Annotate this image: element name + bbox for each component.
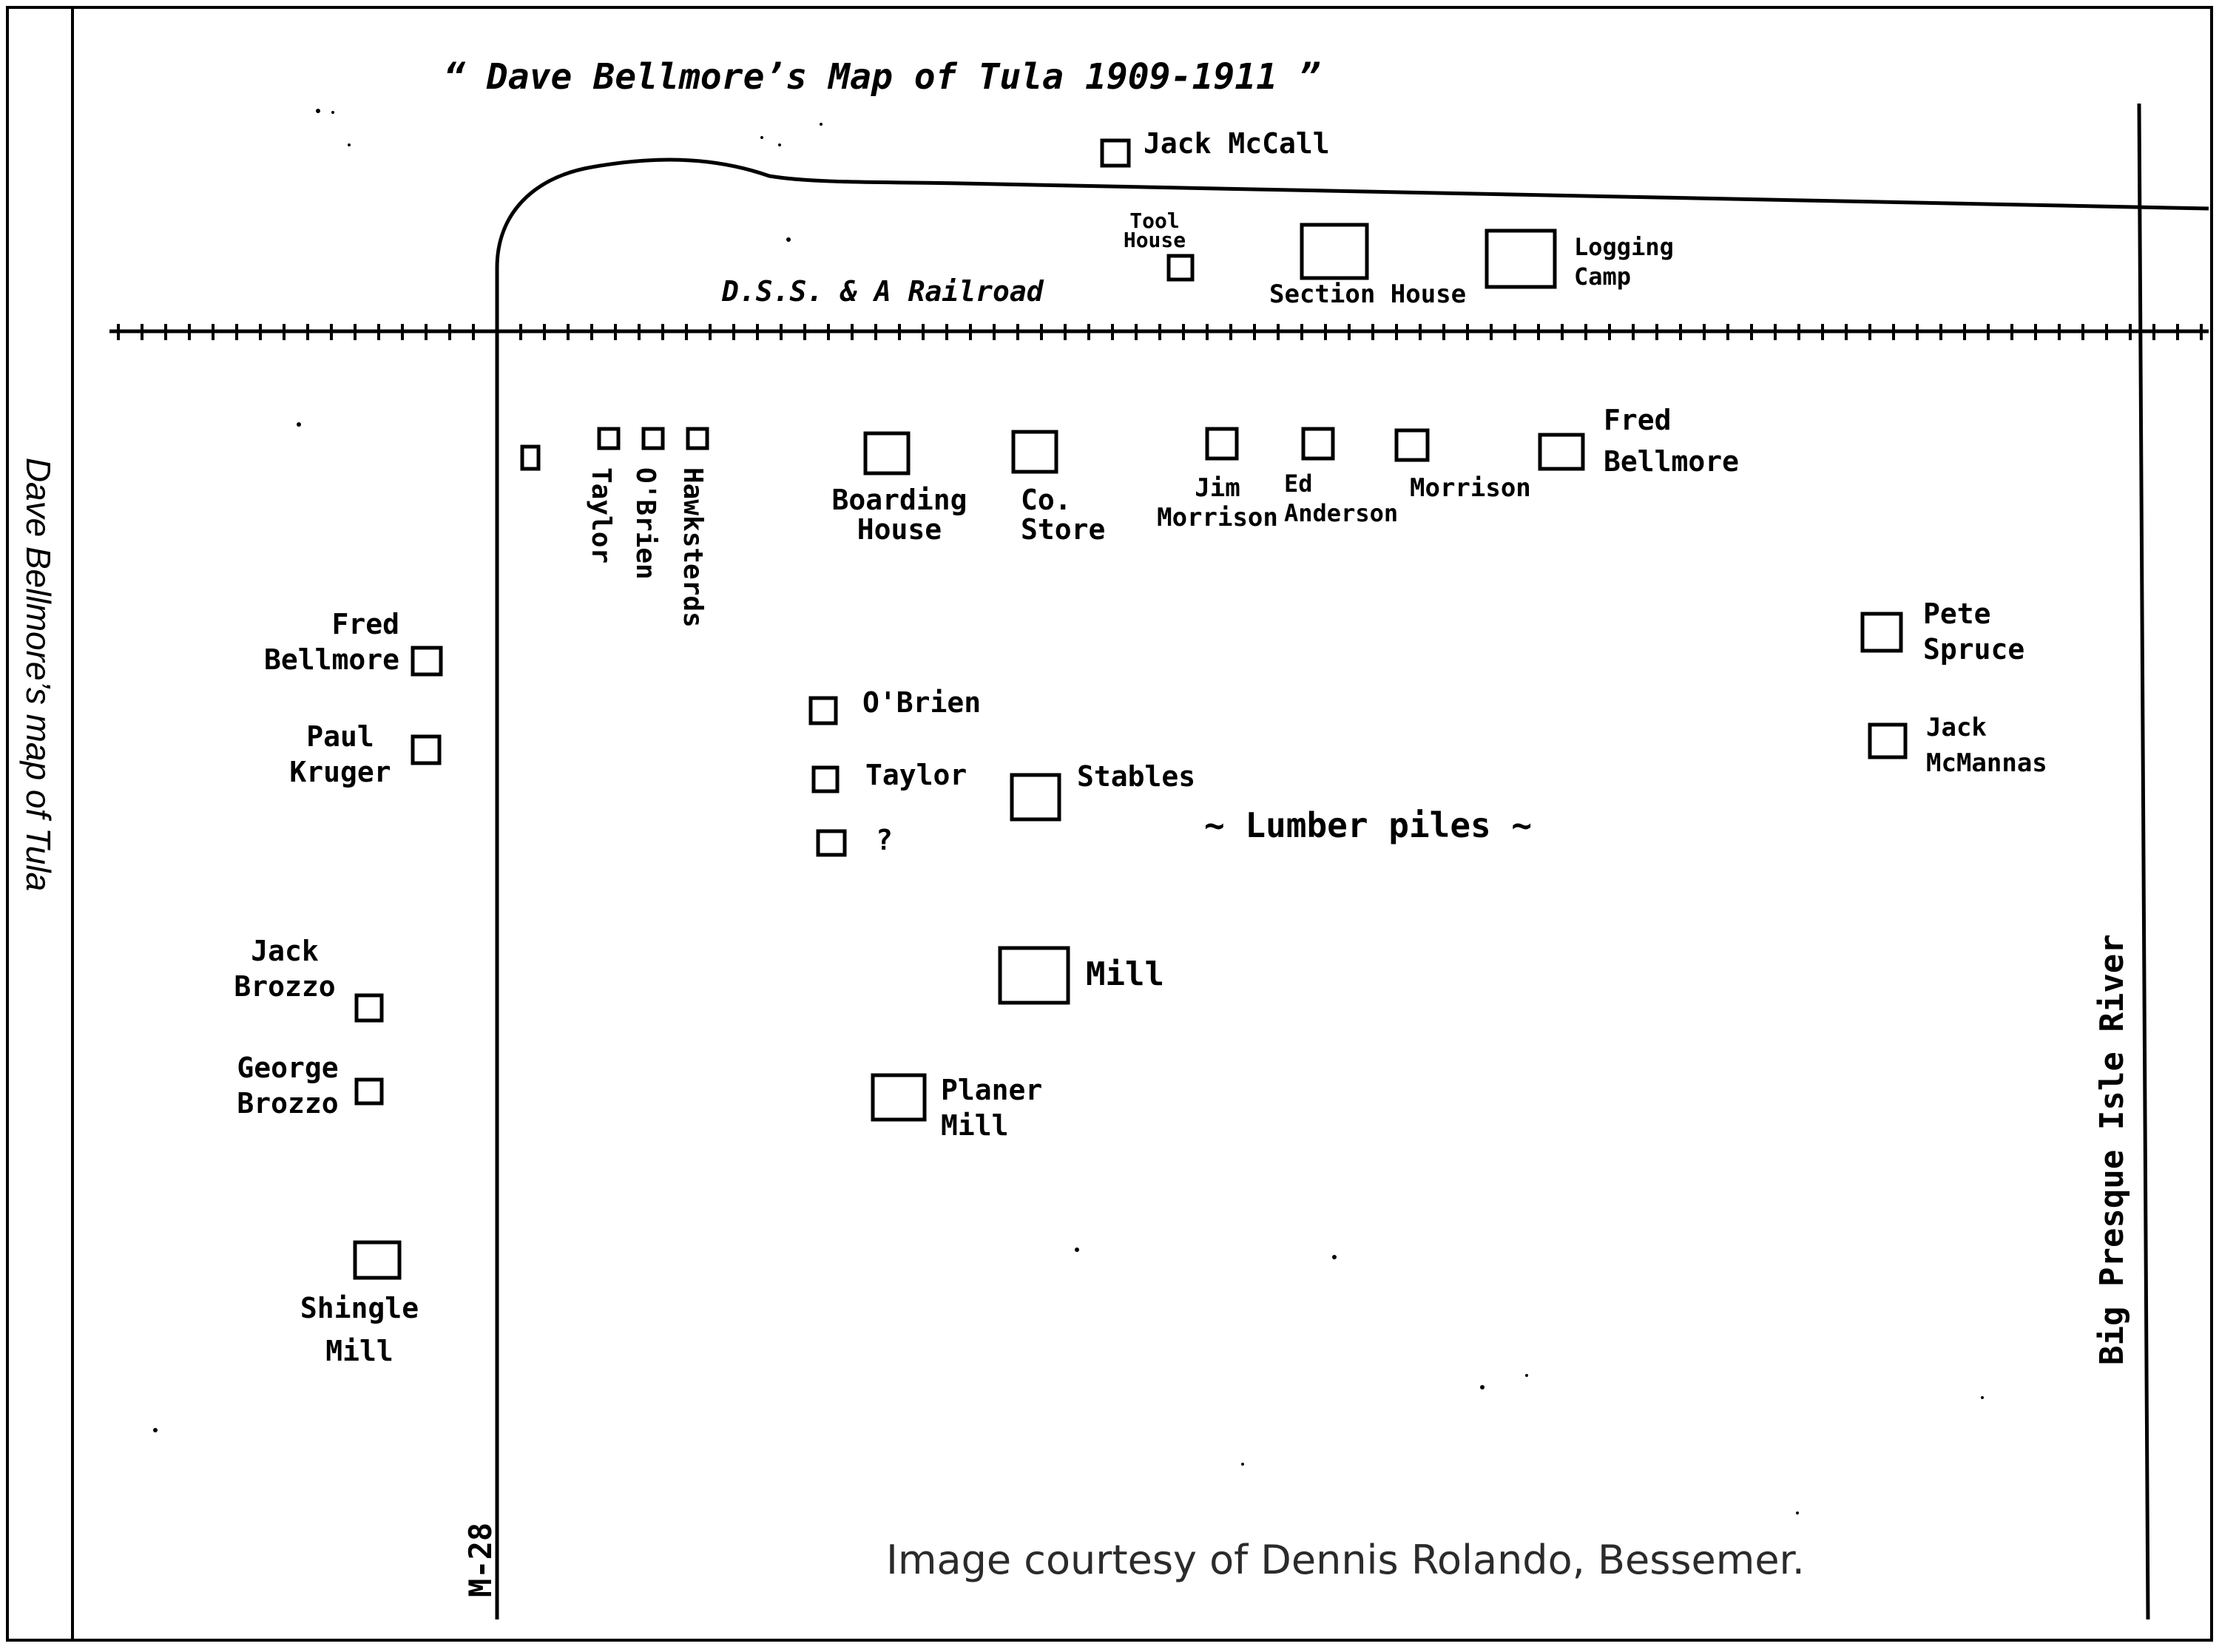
map-frame (71, 6, 2213, 1642)
label-stables: Stables (1077, 760, 1196, 793)
label-unknown: ? (876, 824, 893, 856)
label-jack-mccall: Jack McCall (1144, 127, 1330, 160)
building-george-brozzo (354, 1077, 384, 1106)
label-planer-mill: Planer Mill (941, 1074, 1043, 1142)
building-mill (998, 946, 1070, 1005)
building-obrien-mid (808, 696, 838, 725)
railroad-ties (117, 324, 2203, 340)
label-logging-camp: Logging Camp (1574, 233, 1674, 291)
label-mill: Mill (1086, 955, 1164, 993)
river-line (2137, 103, 2150, 1620)
label-hawksterds: Hawksterds (678, 467, 708, 628)
label-obrien-mid: O'Brien (862, 686, 982, 719)
building-logging-camp (1485, 228, 1557, 289)
building-paul-kruger (411, 734, 442, 765)
label-fred-bellmore-left: Fred Bellmore (263, 608, 399, 676)
scan-speckles (153, 109, 1984, 1514)
label-shingle-mill: Shingle Mill (300, 1292, 419, 1367)
label-morrison: Morrison (1410, 473, 1531, 503)
building-morrison (1394, 428, 1430, 462)
label-taylor-top: Taylor (586, 467, 616, 564)
label-jack-brozzo: Jack Brozzo (234, 935, 336, 1003)
label-co-store: Co. Store (1021, 484, 1106, 546)
building-planer-mill (871, 1073, 927, 1122)
image-credit: Image courtesy of Dennis Rolando, Bessem… (886, 1537, 1805, 1583)
building-taylor-mid (811, 765, 840, 793)
label-george-brozzo: George Brozzo (237, 1052, 339, 1120)
building-fred-bellmore-top (1538, 433, 1585, 471)
building-jim-morrison (1205, 427, 1239, 461)
building-ed-anderson (1301, 427, 1335, 461)
building-jack-mccall (1100, 138, 1131, 168)
label-pete-spruce: Pete Spruce (1923, 598, 2025, 666)
building-co-store (1011, 430, 1058, 474)
building-shingle-mill (353, 1240, 402, 1280)
building-hawksterds (686, 427, 709, 450)
label-railroad: D.S.S. & A Railroad (722, 275, 1044, 308)
label-jim-morrison: Jim Morrison (1157, 473, 1278, 532)
label-boarding-house: Boarding House (831, 484, 967, 546)
building-unknown (816, 829, 847, 857)
building-jack-mcmannas (1868, 722, 1908, 759)
label-section-house: Section House (1269, 280, 1467, 309)
building-boarding-house (863, 431, 911, 475)
label-m28: M-28 (462, 1522, 499, 1597)
building-jack-brozzo (354, 993, 384, 1023)
label-jack-mcmannas: Jack McMannas (1926, 713, 2047, 778)
building-taylor-top (597, 427, 621, 450)
label-tool-house: Tool House (1123, 209, 1186, 252)
label-obrien-top: O'Brien (630, 467, 661, 580)
building-fred-bellmore-left (411, 646, 443, 677)
label-river: Big Presque Isle River (2093, 934, 2131, 1365)
label-fred-bellmore-top: Fred Bellmore (1604, 404, 1740, 478)
sidebar-panel: Dave Bellmore’s map of Tula (6, 6, 75, 1642)
label-paul-kruger: Paul Kruger (289, 720, 391, 788)
building-pete-spruce (1860, 612, 1903, 653)
top-road (495, 158, 2209, 268)
label-taylor-mid: Taylor (865, 759, 967, 791)
label-ed-anderson: Ed Anderson (1284, 470, 1399, 527)
building-stables (1010, 773, 1061, 822)
building-obrien-top (641, 427, 665, 450)
building-unlabeled-1 (520, 444, 541, 471)
building-section-house (1300, 223, 1369, 280)
label-lumber-piles: ~ Lumber piles ~ (1204, 805, 1533, 845)
map-title: “ Dave Bellmore’s Map of Tula 1909-1911 … (444, 56, 1320, 98)
building-tool-house (1166, 254, 1195, 282)
